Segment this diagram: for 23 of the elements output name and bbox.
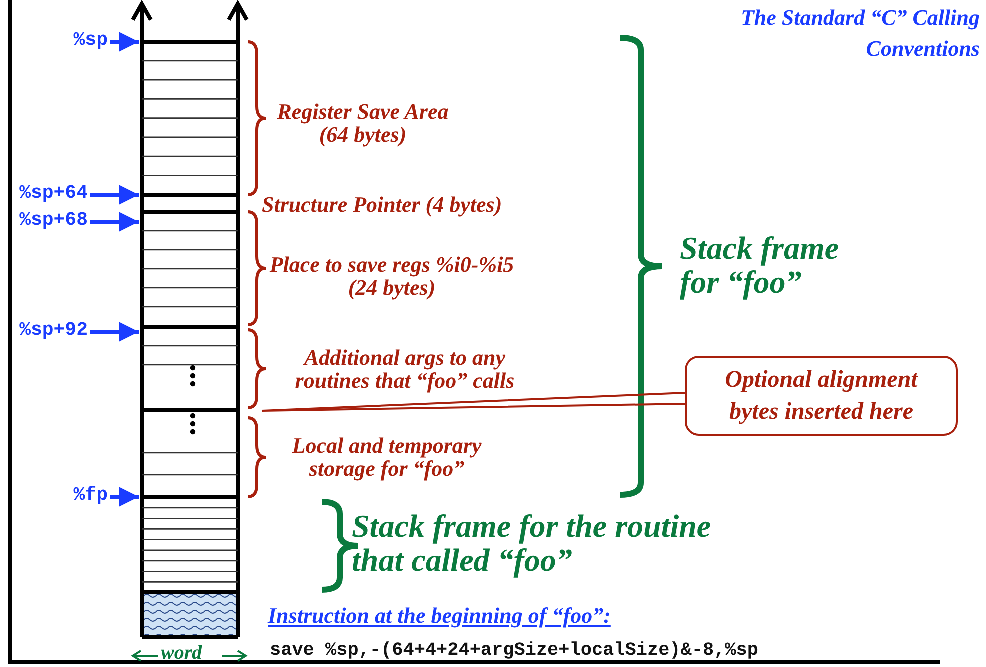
leader-line xyxy=(261,392,686,412)
code-line: save %sp,-(64+4+24+argSize+localSize)&-8,%sp xyxy=(270,641,758,660)
frame-label: Stack frame for “foo” xyxy=(680,232,840,300)
callout-box: Optional alignment bytes inserted here xyxy=(685,356,958,436)
pointer-label: %sp+92 xyxy=(0,321,88,341)
pointer-arrow xyxy=(90,185,139,205)
pointer-arrow xyxy=(110,32,139,52)
instruction-heading: Instruction at the beginning of “foo”: xyxy=(268,604,611,628)
pointer-arrow xyxy=(90,322,139,342)
pointer-label: %sp+64 xyxy=(0,184,88,204)
annotation: Register Save Area (64 bytes) xyxy=(276,100,450,146)
annotation: Structure Pointer (4 bytes) xyxy=(262,193,504,216)
title: The Standard “C” Calling Conventions xyxy=(740,4,980,63)
pointer-label: %sp+68 xyxy=(0,211,88,231)
pointer-label: %sp xyxy=(0,31,108,51)
annotation: Place to save regs %i0-%i5 (24 bytes) xyxy=(268,253,516,300)
pointer-arrow xyxy=(110,487,139,507)
annotation: Additional args to any routines that “foo” calls xyxy=(294,346,516,392)
dimension-label: word xyxy=(161,643,202,664)
pointer-label: %fp xyxy=(0,486,108,506)
annotation: Local and temporary storage for “foo” xyxy=(291,434,483,480)
pointer-arrow xyxy=(90,212,139,232)
frame-label: Stack frame for the routine that called “foo” xyxy=(352,510,712,578)
